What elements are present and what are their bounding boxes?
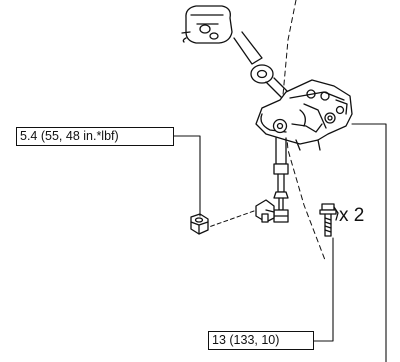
assembly-axis-dashed-line bbox=[282, 0, 326, 261]
bolt-icon bbox=[319, 203, 339, 237]
leader-line-torque-1 bbox=[173, 135, 201, 217]
sensor-link-icon bbox=[181, 5, 291, 99]
leader-line-torque-2 bbox=[313, 237, 334, 342]
lower-link-end-icon bbox=[255, 199, 275, 223]
quantity-label: x 2 bbox=[339, 205, 365, 226]
nut-icon bbox=[190, 213, 209, 235]
height-sensor-body-icon bbox=[255, 79, 353, 151]
nut-assembly-dashed-line bbox=[205, 210, 255, 229]
leader-line-sensor-body bbox=[351, 123, 387, 362]
torque-spec-callout: 13 (133, 10) bbox=[208, 331, 314, 350]
torque-spec-callout: 5.4 (55, 48 in.*lbf) bbox=[16, 127, 174, 146]
sensor-rod-icon bbox=[273, 137, 289, 223]
